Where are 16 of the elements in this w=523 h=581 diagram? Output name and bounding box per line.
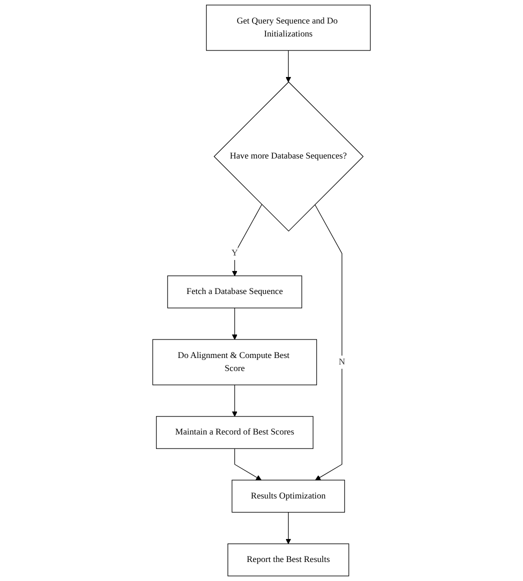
node-box: Fetch a Database Sequence [167,276,302,308]
node-box: Get Query Sequence and Do Initializations [206,4,371,51]
arrow [286,50,292,82]
arrow [314,204,342,480]
arrow [234,448,262,480]
edge-label: N [338,357,346,367]
arrow [232,308,238,340]
node-box: Results Optimization [232,480,345,513]
node-box: Do Alignment & Compute Best Score [152,339,317,386]
arrow [232,384,238,417]
node-box: Maintain a Record of Best Scores [156,416,314,449]
node-diamond: Have more Database Sequences? [214,82,364,232]
arrow [286,512,292,544]
arrow [232,204,262,276]
edge-label: Y [232,248,238,258]
node-box: Report the Best Results [228,543,350,576]
